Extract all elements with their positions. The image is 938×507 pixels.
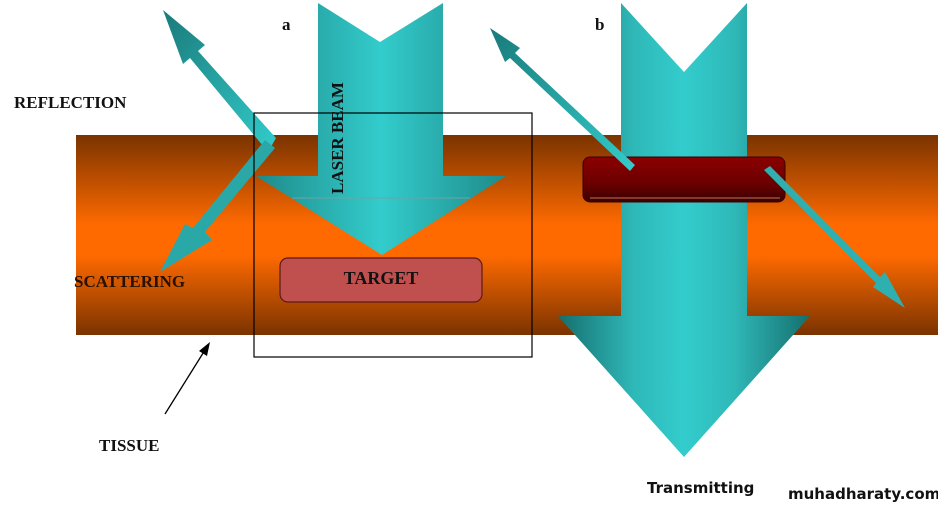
laser-beam-arrow-a [256, 3, 506, 255]
absorber-bar [582, 156, 786, 203]
reflection-label: REFLECTION [14, 93, 127, 112]
watermark-label: muhadharaty.com [788, 485, 938, 503]
panel-b-scattering-arrow [764, 166, 905, 308]
scattering-arrow [160, 140, 275, 272]
target-label: TARGET [344, 268, 419, 288]
transmitting-label: Transmitting [647, 479, 754, 497]
laser-beam-label: LASER BEAM [328, 82, 347, 194]
transmitting-arrow [558, 3, 810, 457]
scattering-label: SCATTERING [74, 272, 185, 291]
reflection-arrow [163, 10, 276, 152]
tissue-label: TISSUE [99, 436, 159, 455]
tissue-pointer-arrow [164, 342, 210, 415]
target-box [279, 257, 483, 303]
tissue-bar [76, 135, 938, 335]
panel-b-reflection-arrow [490, 28, 635, 171]
panel-a-label: a [282, 15, 291, 34]
panel-a-frame [253, 112, 533, 358]
panel-b-label: b [595, 15, 604, 34]
